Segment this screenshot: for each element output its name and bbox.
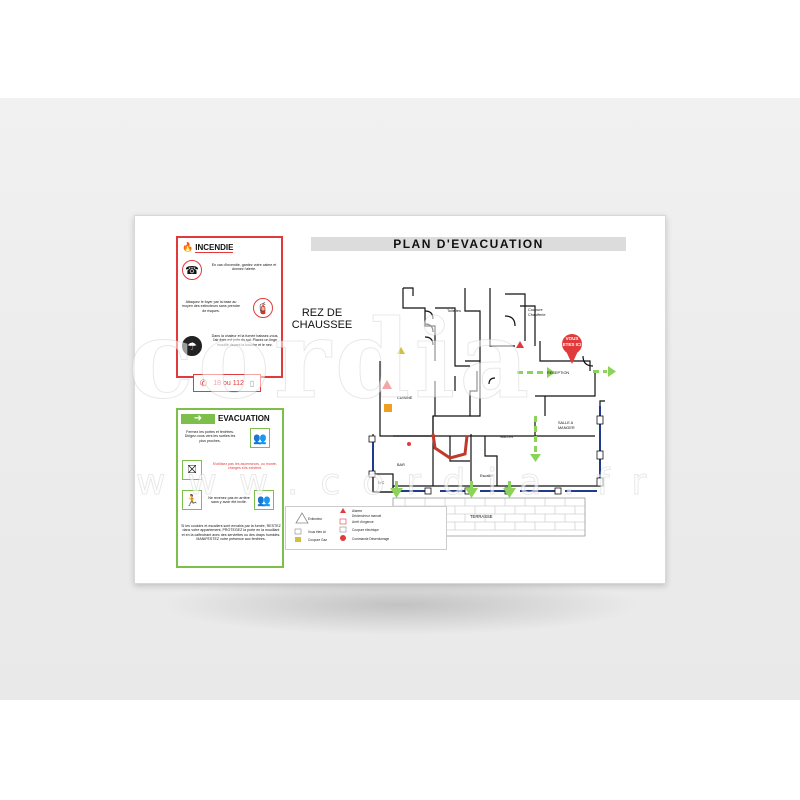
you-are-here-legend-icon: [340, 535, 346, 541]
board-shadow: [160, 575, 640, 635]
plan-title: PLAN D'EVACUATION: [311, 237, 626, 251]
plan-legend: Extincteur Alarme Arrêt d'urgence Coupur…: [285, 506, 447, 550]
you-are-here-1: VOUS: [566, 336, 579, 341]
fire-heading: 🔥INCENDIE: [182, 242, 234, 253]
legend-item-3: Coupure Gaz: [308, 538, 327, 542]
people-walking-icon: 👥: [250, 428, 270, 448]
evac-heading-text: EVACUATION: [218, 414, 270, 423]
room-reception: RECEPTION: [547, 371, 569, 375]
electric-legend-icon: [339, 526, 347, 533]
evac-step-1: Fermez les portes et fenêtres. Dirigez-v…: [184, 430, 236, 443]
gas-legend-icon: [295, 537, 301, 542]
smoke-person-icon: ☂: [182, 336, 202, 356]
people-return-icon: 👥: [254, 490, 274, 510]
evac-step-3: Ne revenez pas en arrière sans y avoir é…: [208, 496, 250, 505]
staircase: [431, 433, 469, 460]
fire-step-1: En cas d'incendie, gardez votre calme et…: [211, 263, 277, 272]
person-running-icon: 🏃: [182, 490, 202, 510]
room-coupure-1: Coupure: [528, 308, 543, 312]
legend-item-0: Extincteur: [308, 517, 323, 521]
evacuation-instructions-panel: ➜ EVACUATION Fermez les portes et fenêtr…: [176, 408, 284, 568]
manual-trigger-legend-icon: [340, 508, 346, 513]
room-cuisine: CUISINE: [397, 396, 413, 400]
safety-equipment: [382, 334, 582, 446]
room-toilettes: Toilettes: [447, 309, 461, 313]
room-salon: SALON: [500, 435, 513, 439]
windows: [372, 406, 601, 492]
flame-icon: 🔥: [182, 242, 194, 252]
room-salle-1: SALLE A: [558, 421, 574, 425]
fire-step-3: Dans la chaleur et la fumée baissez-vous…: [211, 334, 279, 347]
phone-handset-icon: ✆: [199, 377, 208, 388]
room-bar: BAR: [397, 463, 405, 467]
emergency-stop-legend-icon: [339, 518, 347, 525]
legend-item-6: Commande Désenfumage: [352, 537, 390, 541]
floor-label: REZ DE CHAUSSEE: [291, 307, 353, 331]
room-wc: WC: [378, 481, 385, 485]
legend-item-2: Arrêt d'urgence: [352, 520, 374, 524]
evacuation-plan-board: PLAN D'EVACUATION 🔥INCENDIE ☎ En cas d'i…: [134, 215, 666, 584]
evac-heading: ➜ EVACUATION: [181, 413, 270, 424]
extinguisher-legend-icon: [295, 512, 309, 524]
legend-item-5: Coupure électrique: [352, 528, 379, 532]
room-salle-2: MANGER: [558, 426, 575, 430]
mobile-phone-icon: ▯: [249, 378, 255, 388]
room-escalier: Escalier: [480, 474, 494, 478]
alarm-legend-icon: [294, 528, 302, 535]
legend-item-7: Vous êtes ici: [308, 530, 326, 534]
outer-wall: [372, 400, 605, 493]
evac-step-2: N'utilisez pas les ascenseurs, ou monte-…: [212, 462, 278, 471]
legend-item-1: Alarme: [352, 509, 363, 513]
no-elevator-icon: ⛝: [182, 460, 202, 480]
evac-arrow-icon: ➜: [181, 413, 215, 424]
fire-step-2: Attaquez le foyer par la base au moyen d…: [182, 300, 240, 313]
wall: [379, 361, 478, 437]
you-are-here-2: ETES ICI: [563, 342, 582, 347]
extinguisher-icon: 🧯: [253, 298, 273, 318]
evac-step-4: Si les couloirs et escaliers sont envahi…: [181, 524, 281, 542]
legend-item-4: Déclencheur manuel: [352, 514, 382, 518]
emergency-numbers: ✆ 18 ou 112 ▯: [193, 374, 261, 392]
emergency-numbers-text: 18 ou 112: [213, 379, 244, 387]
room-terrasse: TERRASSE: [470, 514, 493, 519]
evacuation-arrows: [390, 366, 616, 498]
room-coupure-2: Chaufferie: [528, 313, 545, 317]
phone-icon: ☎: [182, 260, 202, 280]
